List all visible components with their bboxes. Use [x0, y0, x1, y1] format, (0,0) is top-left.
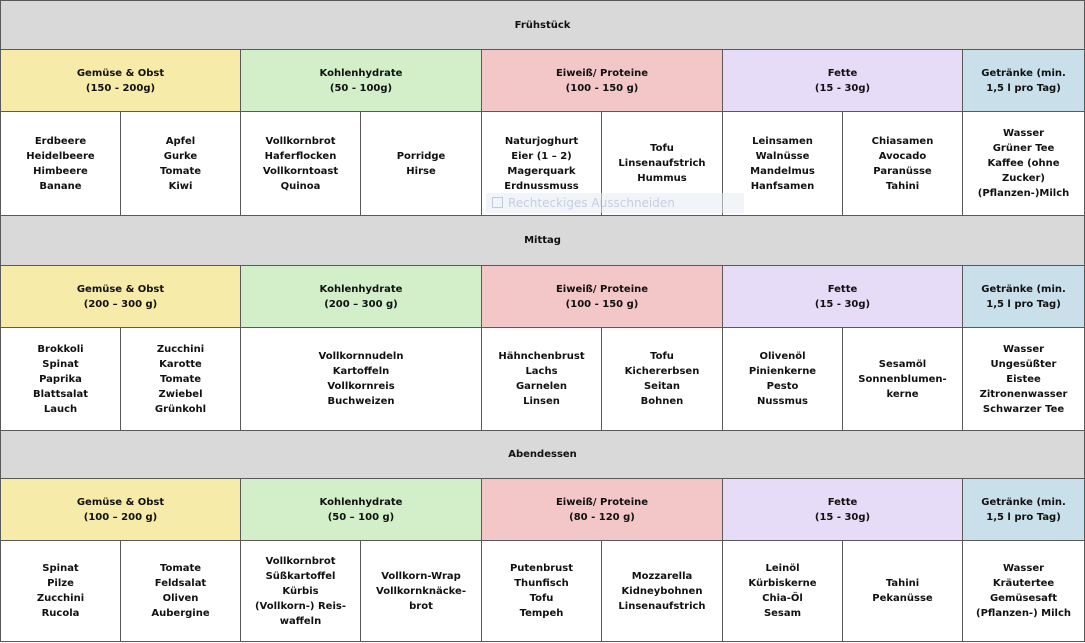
food-cell-fats: Leinsamen Walnüsse Mandelmus Hanfsamen — [722, 111, 843, 216]
rectangle-snip-icon — [492, 197, 503, 208]
food-cell-fats-extra: Tahini Pekanüsse — [842, 540, 963, 642]
food-cell-carbs-extra: Vollkorn-Wrap Vollkornknäcke- brot — [360, 540, 482, 642]
section-title: Mittag — [0, 215, 1085, 266]
category-carbohydrates: Kohlenhydrate (50 - 100g) — [240, 49, 482, 112]
food-cell-vegetables-extra: Zucchini Karotte Tomate Zwiebel Grünkohl — [120, 327, 241, 431]
category-proteins: Eiweiß/ Proteine (100 - 150 g) — [481, 265, 723, 328]
snipping-tool-hint: Rechteckiges Ausschneiden — [486, 193, 744, 213]
category-drinks: Getränke (min. 1,5 l pro Tag) — [961, 478, 1085, 541]
section-header-breakfast: Frühstück — [0, 0, 1085, 50]
category-header-row: Gemüse & Obst (200 – 300 g) Kohlenhydrat… — [0, 265, 1085, 328]
section-title: Frühstück — [0, 0, 1085, 50]
food-cell-carbs-extra: Porridge Hirse — [360, 111, 482, 216]
food-row: Brokkoli Spinat Paprika Blattsalat Lauch… — [0, 327, 1085, 431]
category-vegetables: Gemüse & Obst (100 – 200 g) — [0, 478, 241, 541]
category-proteins: Eiweiß/ Proteine (100 - 150 g) — [481, 49, 723, 112]
food-cell-fats: Olivenöl Pinienkerne Pesto Nussmus — [722, 327, 843, 431]
category-vegetables: Gemüse & Obst (200 – 300 g) — [0, 265, 241, 328]
category-header-row: Gemüse & Obst (100 – 200 g) Kohlenhydrat… — [0, 478, 1085, 541]
food-cell-drinks: Wasser Kräutertee Gemüsesaft (Pflanzen-)… — [961, 540, 1085, 642]
category-drinks: Getränke (min. 1,5 l pro Tag) — [961, 265, 1085, 328]
food-cell-carbs: Vollkornbrot Haferflocken Vollkorntoast … — [240, 111, 361, 216]
section-title: Abendessen — [0, 430, 1085, 479]
food-cell-fats: Leinöl Kürbiskerne Chia-Öl Sesam — [722, 540, 843, 642]
category-proteins: Eiweiß/ Proteine (80 - 120 g) — [481, 478, 723, 541]
food-cell-vegetables-extra: Tomate Feldsalat Oliven Aubergine — [120, 540, 241, 642]
food-cell-fruit: Apfel Gurke Tomate Kiwi — [120, 111, 241, 216]
category-drinks: Getränke (min. 1,5 l pro Tag) — [961, 49, 1085, 112]
food-cell-fats-extra: Sesamöl Sonnenblumen- kerne — [842, 327, 963, 431]
food-row: Spinat Pilze Zucchini Rucola Tomate Feld… — [0, 540, 1085, 642]
category-header-row: Gemüse & Obst (150 - 200g) Kohlenhydrate… — [0, 49, 1085, 112]
category-vegetables: Gemüse & Obst (150 - 200g) — [0, 49, 241, 112]
food-cell-carbs: Vollkornnudeln Kartoffeln Vollkornreis B… — [240, 327, 482, 431]
food-row: Erdbeere Heidelbeere Himbeere Banane Apf… — [0, 111, 1085, 216]
category-fats: Fette (15 - 30g) — [722, 49, 963, 112]
food-cell-drinks: Wasser Ungesüßter Eistee Zitronenwasser … — [961, 327, 1085, 431]
food-cell-vegetables: Spinat Pilze Zucchini Rucola — [0, 540, 121, 642]
category-carbohydrates: Kohlenhydrate (50 – 100 g) — [240, 478, 482, 541]
food-cell-proteins: Hähnchenbrust Lachs Garnelen Linsen — [481, 327, 602, 431]
food-cell-fats-extra: Chiasamen Avocado Paranüsse Tahini — [842, 111, 963, 216]
snipping-tool-label: Rechteckiges Ausschneiden — [508, 196, 675, 210]
food-cell-proteins-extra: Mozzarella Kidneybohnen Linsenaufstrich — [601, 540, 723, 642]
food-cell-vegetables: Brokkoli Spinat Paprika Blattsalat Lauch — [0, 327, 121, 431]
section-header-lunch: Mittag — [0, 215, 1085, 266]
category-carbohydrates: Kohlenhydrate (200 – 300 g) — [240, 265, 482, 328]
category-fats: Fette (15 - 30g) — [722, 265, 963, 328]
food-cell-proteins-extra: Tofu Kichererbsen Seitan Bohnen — [601, 327, 723, 431]
category-fats: Fette (15 - 30g) — [722, 478, 963, 541]
food-cell-carbs: Vollkornbrot Süßkartoffel Kürbis (Vollko… — [240, 540, 361, 642]
section-header-dinner: Abendessen — [0, 430, 1085, 479]
food-cell-vegetables: Erdbeere Heidelbeere Himbeere Banane — [0, 111, 121, 216]
food-cell-proteins: Putenbrust Thunfisch Tofu Tempeh — [481, 540, 602, 642]
food-cell-drinks: Wasser Grüner Tee Kaffee (ohne Zucker) (… — [961, 111, 1085, 216]
